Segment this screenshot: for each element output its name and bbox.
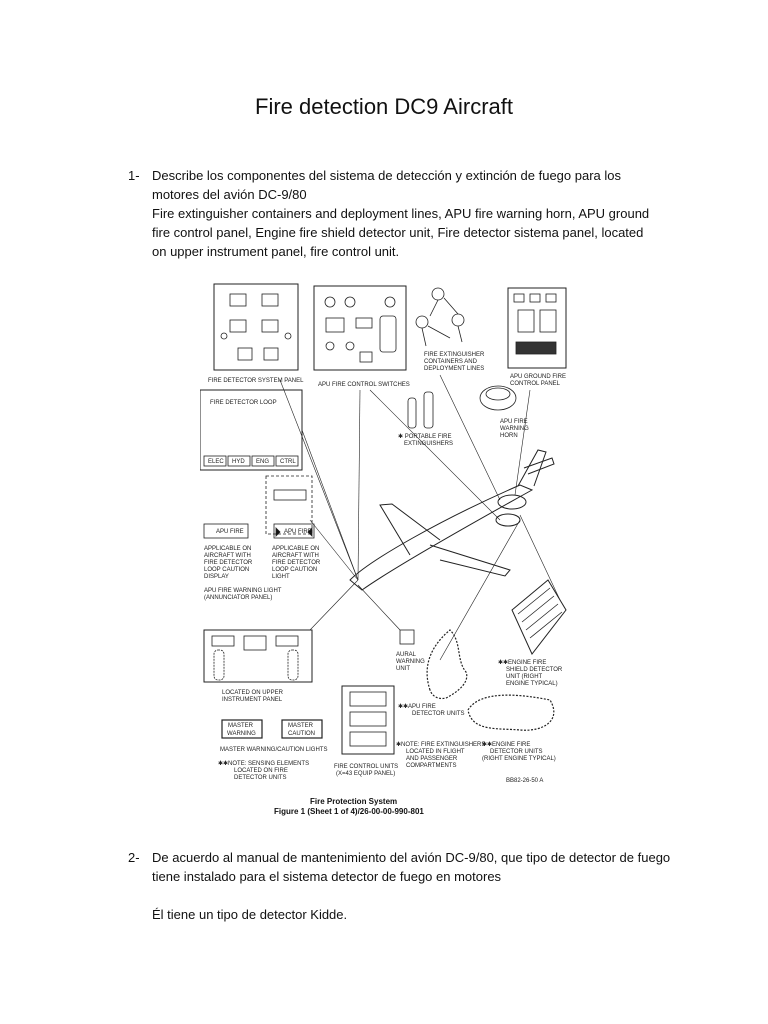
svg-text:CTRL: CTRL <box>280 459 296 465</box>
question-number: 2- <box>128 850 140 865</box>
svg-text:(X=43 EQUIP PANEL): (X=43 EQUIP PANEL) <box>336 771 395 777</box>
label-ground-panel-2: CONTROL PANEL <box>510 381 561 387</box>
question-text: Describe los componentes del sistema de … <box>152 168 621 202</box>
svg-text:INSTRUMENT PANEL: INSTRUMENT PANEL <box>222 697 283 703</box>
apu-fire-detector-units: ✱✱APU FIRE DETECTOR UNITS <box>398 629 468 717</box>
svg-text:COMPARTMENTS: COMPARTMENTS <box>406 763 456 769</box>
loop-display-title: FIRE DETECTOR LOOP <box>210 400 277 406</box>
svg-text:APPLICABLE ON: APPLICABLE ON <box>272 546 319 552</box>
apu-fire-warning-horn: APU FIRE WARNING HORN <box>479 385 529 439</box>
svg-text:✱NOTE: FIRE EXTINGUISHERS: ✱NOTE: FIRE EXTINGUISHERS <box>396 741 485 748</box>
svg-text:✱✱ENGINE FIRE: ✱✱ENGINE FIRE <box>498 659 546 666</box>
label-containers-2: CONTAINERS AND <box>424 359 478 365</box>
aural-warning-unit: AURAL WARNING UNIT <box>396 629 425 672</box>
svg-text:LIGHT: LIGHT <box>272 574 290 580</box>
svg-text:CAUTION: CAUTION <box>288 731 315 737</box>
svg-text:LOCATED IN FLIGHT: LOCATED IN FLIGHT <box>406 749 465 755</box>
engine-fire-detector-units: ✱✱ENGINE FIRE DETECTOR UNITS (RIGHT ENGI… <box>467 694 556 784</box>
document-title: Fire detection DC9 Aircraft <box>255 94 513 119</box>
figure-caption: Fire Protection System Figure 1 (Sheet 1… <box>274 797 424 816</box>
svg-text:HYD: HYD <box>232 459 245 465</box>
answer-text: Fire extinguisher containers and deploym… <box>152 206 650 259</box>
svg-text:LOOP CAUTION: LOOP CAUTION <box>272 567 317 573</box>
svg-text:MASTER WARNING/CAUTION LIGHTS: MASTER WARNING/CAUTION LIGHTS <box>220 747 327 753</box>
svg-text:AIRCRAFT WITH: AIRCRAFT WITH <box>204 553 251 559</box>
svg-text:DETECTOR UNITS: DETECTOR UNITS <box>234 775 287 781</box>
svg-text:WARNING: WARNING <box>396 659 425 665</box>
svg-text:AND PASSENGER: AND PASSENGER <box>406 756 458 762</box>
upper-instrument-panel: LOCATED ON UPPER INSTRUMENT PANEL <box>203 629 313 703</box>
svg-text:APU FIRE: APU FIRE <box>284 529 312 535</box>
svg-text:✱ PORTABLE FIRE: ✱ PORTABLE FIRE <box>398 433 451 440</box>
svg-text:WARNING: WARNING <box>227 731 256 737</box>
caution-display-boxes: APU FIRE APU FIRE APPLICABLE ON AIRCRAFT… <box>203 475 321 601</box>
svg-text:AIRCRAFT WITH: AIRCRAFT WITH <box>272 553 319 559</box>
svg-text:UNIT: UNIT <box>396 666 410 672</box>
svg-text:ELEC: ELEC <box>208 459 224 465</box>
svg-text:APU FIRE: APU FIRE <box>500 419 528 425</box>
svg-text:EXTINGUISHERS: EXTINGUISHERS <box>404 441 453 447</box>
dc9-aircraft-drawing <box>349 449 555 591</box>
question-text: De acuerdo al manual de mantenimiento de… <box>152 850 671 884</box>
svg-text:ENGINE TYPICAL): ENGINE TYPICAL) <box>506 681 558 687</box>
svg-text:APPLICABLE ON: APPLICABLE ON <box>204 546 251 552</box>
svg-text:ENG: ENG <box>256 459 269 465</box>
svg-text:BB82-26-50 A: BB82-26-50 A <box>506 778 543 784</box>
question-number: 1- <box>128 168 140 183</box>
svg-text:LOOP CAUTION: LOOP CAUTION <box>204 567 249 573</box>
answer-text: Él tiene un tipo de detector Kidde. <box>152 907 348 922</box>
svg-text:APU FIRE WARNING LIGHT: APU FIRE WARNING LIGHT <box>204 588 282 594</box>
svg-text:FIRE CONTROL UNITS: FIRE CONTROL UNITS <box>334 764 398 770</box>
svg-text:DETECTOR UNITS: DETECTOR UNITS <box>412 711 465 717</box>
label-containers-3: DEPLOYMENT LINES <box>424 366 484 372</box>
label-detector-panel: FIRE DETECTOR SYSTEM PANEL <box>208 378 304 384</box>
svg-text:DISPLAY: DISPLAY <box>204 574 229 580</box>
svg-text:MASTER: MASTER <box>288 723 314 729</box>
apu-fire-control-switches: APU FIRE CONTROL SWITCHES <box>313 285 410 388</box>
label-containers-1: FIRE EXTINGUISHER <box>424 352 485 358</box>
svg-text:AURAL: AURAL <box>396 652 417 658</box>
portable-fire-extinguishers: ✱ PORTABLE FIRE EXTINGUISHERS <box>398 391 453 447</box>
svg-text:FIRE DETECTOR: FIRE DETECTOR <box>272 560 321 566</box>
fire-control-units: FIRE CONTROL UNITS (X=43 EQUIP PANEL) <box>334 685 398 777</box>
fire-protection-diagram: FIRE DETECTOR SYSTEM PANEL APU FIRE CONT… <box>200 280 568 825</box>
svg-text:(ANNUNCIATOR PANEL): (ANNUNCIATOR PANEL) <box>204 595 272 601</box>
apu-ground-fire-control-panel: APU GROUND FIRE CONTROL PANEL <box>507 287 567 387</box>
leader-lines <box>279 374 561 661</box>
svg-text:Figure 1 (Sheet 1 of 4)/26-00-: Figure 1 (Sheet 1 of 4)/26-00-00-990-801 <box>274 807 424 816</box>
note-extinguishers: ✱NOTE: FIRE EXTINGUISHERS LOCATED IN FLI… <box>396 741 485 769</box>
svg-text:HORN: HORN <box>500 433 518 439</box>
svg-text:DETECTOR UNITS: DETECTOR UNITS <box>490 749 543 755</box>
extinguisher-containers: FIRE EXTINGUISHER CONTAINERS AND DEPLOYM… <box>415 287 485 372</box>
svg-text:Fire Protection System: Fire Protection System <box>310 797 397 806</box>
fire-detector-system-panel: FIRE DETECTOR SYSTEM PANEL <box>208 283 304 384</box>
svg-text:✱✱NOTE: SENSING ELEMENTS: ✱✱NOTE: SENSING ELEMENTS <box>218 760 309 767</box>
svg-text:UNIT (RIGHT: UNIT (RIGHT <box>506 674 543 680</box>
label-ground-panel-1: APU GROUND FIRE <box>510 374 566 380</box>
svg-text:(RIGHT ENGINE TYPICAL): (RIGHT ENGINE TYPICAL) <box>482 756 556 762</box>
fire-detector-loop-display: FIRE DETECTOR LOOP ELEC HYD ENG CTRL <box>200 389 303 471</box>
svg-text:FIRE DETECTOR: FIRE DETECTOR <box>204 560 253 566</box>
svg-text:SHIELD DETECTOR: SHIELD DETECTOR <box>506 667 563 673</box>
engine-fire-shield-detector-unit: ✱✱ENGINE FIRE SHIELD DETECTOR UNIT (RIGH… <box>498 579 567 687</box>
svg-text:LOCATED ON UPPER: LOCATED ON UPPER <box>222 690 284 696</box>
svg-text:✱✱ENGINE FIRE: ✱✱ENGINE FIRE <box>482 741 530 748</box>
svg-text:MASTER: MASTER <box>228 723 254 729</box>
svg-text:✱✱APU FIRE: ✱✱APU FIRE <box>398 703 436 710</box>
label-apu-switches: APU FIRE CONTROL SWITCHES <box>318 382 410 388</box>
svg-text:LOCATED ON FIRE: LOCATED ON FIRE <box>234 768 288 774</box>
svg-text:WARNING: WARNING <box>500 426 529 432</box>
svg-text:APU FIRE: APU FIRE <box>216 529 244 535</box>
master-warning-caution-lights: MASTER WARNING MASTER CAUTION MASTER WAR… <box>218 719 327 781</box>
